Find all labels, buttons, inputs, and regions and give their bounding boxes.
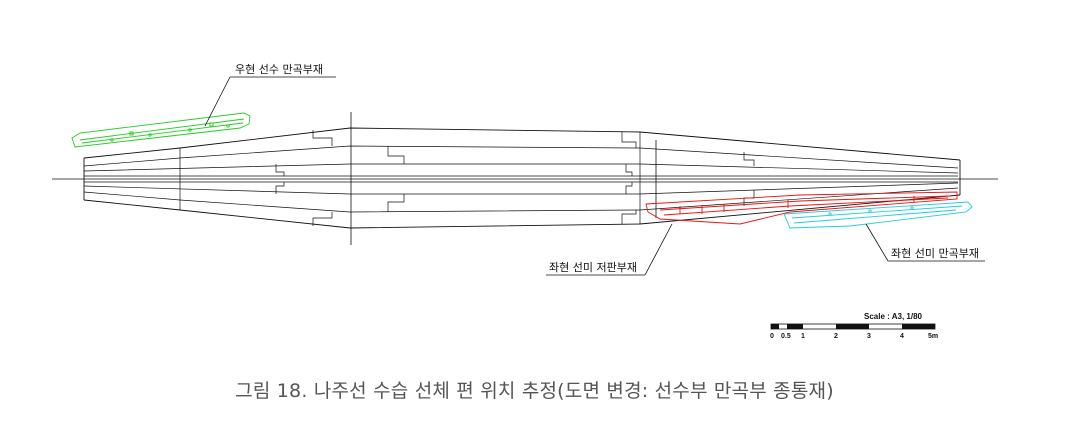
scale-tick-label: 0 bbox=[770, 333, 774, 340]
figure-caption: 그림 18. 나주선 수습 선체 편 위치 추정(도면 변경: 선수부 만곡부 … bbox=[235, 380, 834, 402]
right-bow-member bbox=[71, 112, 251, 148]
scale-tick-label: 3 bbox=[867, 333, 871, 340]
label-left-stern-bottom: 좌현 선미 저판부재 bbox=[549, 261, 637, 274]
leader-lines bbox=[204, 76, 985, 276]
scale-title: Scale : A3, 1/80 bbox=[864, 312, 923, 321]
scale-bar: Scale : A3, 1/80 0 0.5 1 2 3 4 5m bbox=[770, 312, 938, 340]
center-lines bbox=[52, 112, 998, 245]
label-left-stern-curve: 좌현 선미 만곡부재 bbox=[891, 247, 979, 260]
scale-tick-label: 1 bbox=[801, 333, 805, 340]
hull-planks bbox=[83, 130, 959, 226]
left-stern-curve-member bbox=[783, 201, 973, 229]
scale-tick-label: 2 bbox=[834, 333, 838, 340]
scale-tick-label: 5m bbox=[928, 333, 938, 340]
scale-tick-label: 0.5 bbox=[781, 333, 791, 340]
scale-tick-label: 4 bbox=[900, 333, 904, 340]
hull-outline bbox=[83, 127, 961, 229]
label-right-bow: 우현 선수 만곡부재 bbox=[235, 63, 323, 76]
left-stern-bottom-member bbox=[645, 191, 958, 225]
